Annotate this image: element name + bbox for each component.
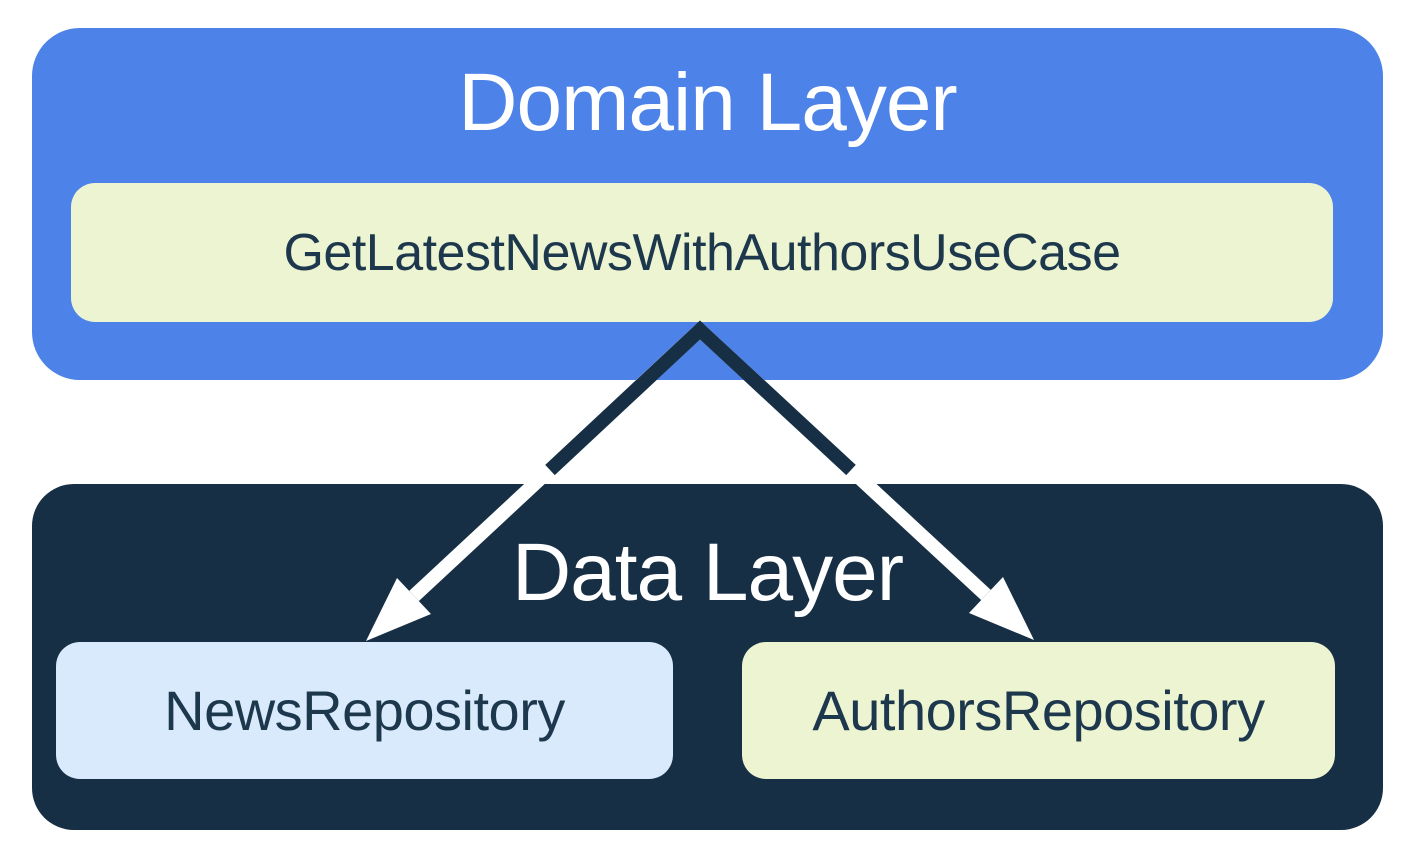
news-repository-node: NewsRepository xyxy=(56,642,673,779)
news-repository-label: NewsRepository xyxy=(164,679,565,742)
authors-repository-node: AuthorsRepository xyxy=(742,642,1335,779)
authors-repository-label: AuthorsRepository xyxy=(812,679,1265,742)
domain-layer-title: Domain Layer xyxy=(458,57,957,148)
data-layer-box: Data Layer NewsRepository AuthorsReposit… xyxy=(32,484,1383,830)
usecase-node: GetLatestNewsWithAuthorsUseCase xyxy=(71,183,1333,322)
usecase-label: GetLatestNewsWithAuthorsUseCase xyxy=(283,223,1121,282)
domain-layer-box: Domain Layer GetLatestNewsWithAuthorsUse… xyxy=(32,28,1383,380)
data-layer-title: Data Layer xyxy=(511,527,904,618)
